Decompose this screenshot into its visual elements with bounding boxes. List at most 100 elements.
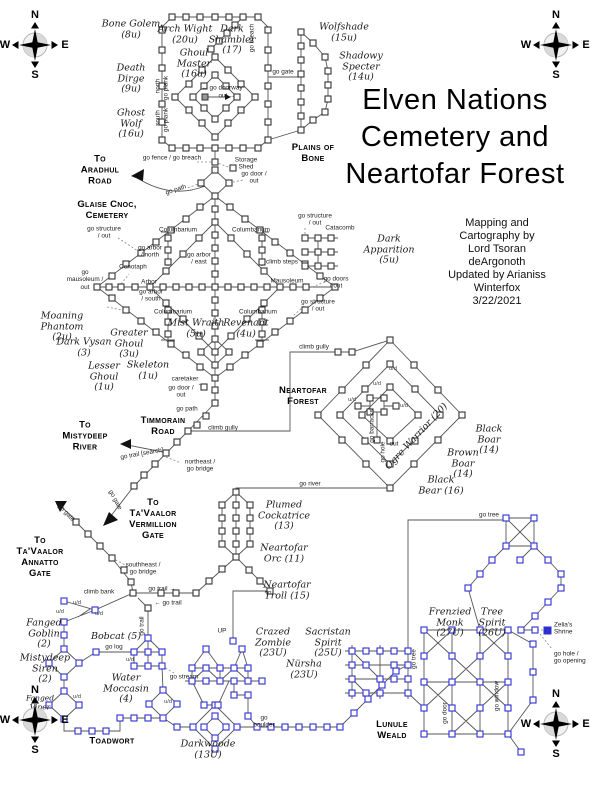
label-go: go structure / out xyxy=(301,298,335,313)
label-go: go path xyxy=(176,405,198,413)
room xyxy=(152,238,160,246)
label-plains: Plains of Bone xyxy=(291,142,335,164)
label-ud: u/d xyxy=(372,380,382,387)
room xyxy=(376,647,384,655)
room xyxy=(214,701,222,709)
compass-e: E xyxy=(61,714,69,726)
room xyxy=(366,394,374,402)
label-go: go doors / out xyxy=(323,275,349,290)
room xyxy=(404,689,412,697)
room xyxy=(256,340,264,348)
room xyxy=(105,283,113,291)
room xyxy=(222,104,230,112)
label-southheast: southheast / go bridge xyxy=(125,561,161,576)
room xyxy=(122,306,130,314)
room xyxy=(258,330,266,338)
label-go: go plank xyxy=(162,107,170,133)
room xyxy=(309,39,317,47)
label-to: To Mistydeep River xyxy=(62,419,108,453)
room xyxy=(211,283,219,291)
room xyxy=(116,714,124,722)
room xyxy=(302,283,310,291)
room xyxy=(243,315,251,323)
room xyxy=(211,734,219,742)
room xyxy=(321,53,329,61)
room xyxy=(202,677,210,685)
room xyxy=(211,335,219,343)
room xyxy=(251,93,259,101)
room xyxy=(211,745,219,753)
room xyxy=(361,437,369,445)
compass-w: W xyxy=(0,714,11,726)
room xyxy=(410,361,418,369)
compass-w: W xyxy=(0,39,11,51)
label-sacristan: Sacristan Spirit (25U) xyxy=(305,626,351,659)
room xyxy=(448,626,456,634)
compass-e: E xyxy=(61,39,69,51)
room xyxy=(386,460,394,468)
room xyxy=(130,648,138,656)
room xyxy=(448,704,456,712)
room xyxy=(264,118,272,126)
room xyxy=(230,677,238,685)
room xyxy=(158,26,166,34)
room xyxy=(348,661,356,669)
room xyxy=(207,45,215,53)
compass-star-icon xyxy=(533,22,579,68)
room xyxy=(301,234,309,242)
room xyxy=(159,714,167,722)
room xyxy=(286,317,294,325)
room xyxy=(448,652,456,660)
room xyxy=(297,70,305,78)
room xyxy=(233,93,241,101)
room xyxy=(227,234,235,242)
room xyxy=(108,272,116,280)
room xyxy=(411,385,419,393)
room xyxy=(230,664,238,672)
room xyxy=(246,540,254,548)
room xyxy=(211,166,219,174)
room xyxy=(245,566,253,574)
room xyxy=(504,730,512,738)
room xyxy=(189,723,197,731)
room xyxy=(196,203,204,211)
label-greater: Greater Ghoul (3u) xyxy=(110,327,148,360)
label-go: go river xyxy=(299,480,321,488)
room xyxy=(158,46,166,54)
room xyxy=(376,689,384,697)
room xyxy=(189,93,197,101)
room-doorway xyxy=(201,93,209,101)
room xyxy=(390,661,398,669)
room xyxy=(196,144,204,152)
room xyxy=(218,540,226,548)
room xyxy=(246,501,254,509)
room xyxy=(366,408,374,416)
room xyxy=(324,95,332,103)
room xyxy=(198,119,206,127)
room xyxy=(386,336,394,344)
room xyxy=(216,677,224,685)
label-columbarium: Columbarium xyxy=(238,308,278,316)
room xyxy=(404,675,412,683)
room xyxy=(354,402,362,410)
room xyxy=(45,659,53,667)
label-plumed: Plumed Cockatrice (13) xyxy=(257,499,311,532)
title-line-3: Neartofar Forest xyxy=(345,158,565,190)
room xyxy=(239,13,247,21)
room xyxy=(411,437,419,445)
room xyxy=(297,28,305,36)
room xyxy=(448,730,456,738)
label-: ← go trail xyxy=(154,599,182,607)
room xyxy=(230,691,238,699)
room xyxy=(281,723,289,731)
room xyxy=(173,723,181,731)
room xyxy=(258,246,266,254)
room xyxy=(258,677,266,685)
room xyxy=(211,270,219,278)
room xyxy=(544,598,552,606)
label-tree: Tree Spirit (26U) xyxy=(478,606,506,639)
title-line-2: Cemetery and xyxy=(360,121,550,153)
room xyxy=(244,691,252,699)
